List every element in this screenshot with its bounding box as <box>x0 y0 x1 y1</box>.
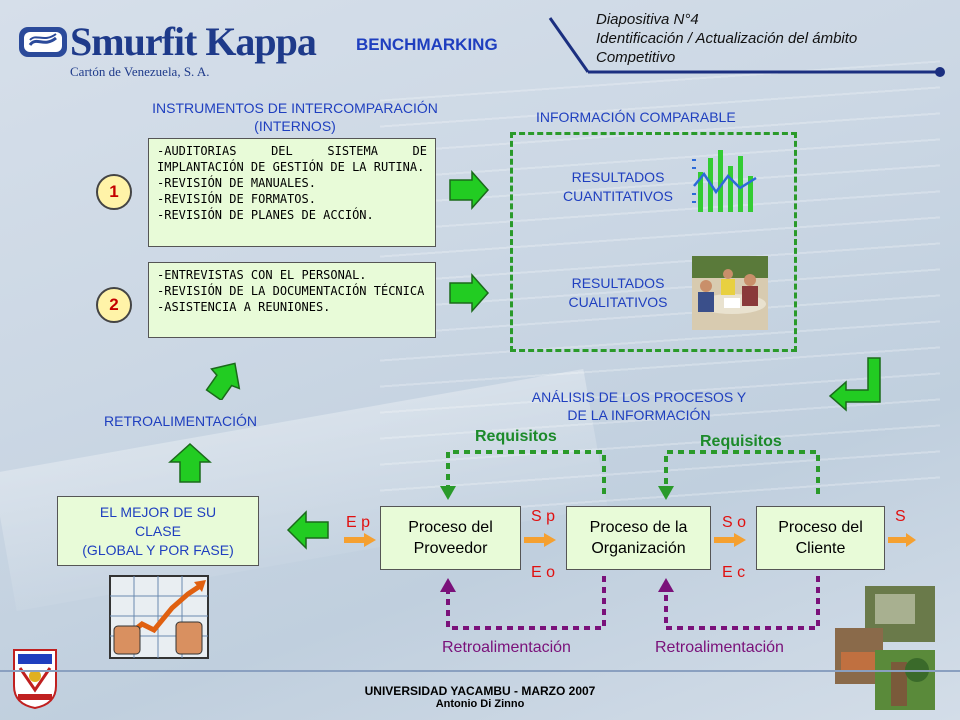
arrow-down-left-icon <box>828 357 881 412</box>
feedback-arrow-1-icon <box>440 578 456 592</box>
flow-arrows <box>344 533 916 547</box>
slide-info: Diapositiva N°4 Identificación / Actuali… <box>596 10 857 67</box>
quant-label-line2: CUANTITATIVOS <box>563 188 673 204</box>
list-item: -ASISTENCIA A REUNIONES. <box>157 300 331 314</box>
requirements-arrow-2-icon <box>658 486 674 500</box>
supplier-process-box: Proceso del Proveedor <box>380 506 521 570</box>
label-ec: E c <box>722 564 746 581</box>
qual-results: RESULTADOS CUALITATIVOS <box>548 274 688 312</box>
growth-chart-hands-icon <box>109 575 209 659</box>
organization-line2: Organización <box>591 540 686 557</box>
footer-author: Antonio Di Zinno <box>435 698 525 710</box>
client-line2: Cliente <box>795 540 846 557</box>
label-s: S <box>895 508 906 525</box>
quant-results: RESULTADOS CUANTITATIVOS <box>548 168 688 206</box>
feedback-loops <box>440 576 820 630</box>
organization-process-box: Proceso de la Organización <box>566 506 711 570</box>
client-process-box: Proceso del Cliente <box>756 506 885 570</box>
list-item: -ENTREVISTAS CON EL PERSONAL. <box>157 268 367 282</box>
quant-label-line1: RESULTADOS <box>571 169 665 185</box>
university-logo-icon <box>13 649 57 710</box>
feedback-label-2: Retroalimentación <box>655 639 784 656</box>
list-item: -REVISIÓN DE LA DOCUMENTACIÓN TÉCNICA <box>157 284 425 298</box>
flow-arrow-out-icon <box>888 533 916 547</box>
meeting-image-icon <box>692 256 768 330</box>
label-so: S o <box>722 514 747 531</box>
analysis-title: ANÁLISIS DE LOS PROCESOS Y DE LA INFORMA… <box>510 388 768 424</box>
arrow-right-1-icon <box>449 170 490 210</box>
label-eo: E o <box>531 564 556 581</box>
flow-arrow-so-icon <box>714 533 746 547</box>
supplier-line1: Proceso del <box>408 519 493 536</box>
photo-collage-icon <box>835 586 935 710</box>
organization-line1: Proceso de la <box>589 519 688 536</box>
list-item: -REVISIÓN DE PLANES DE ACCIÓN. <box>157 208 374 222</box>
label-ep: E p <box>346 514 371 531</box>
best-line3: (GLOBAL Y POR FASE) <box>82 541 234 558</box>
instruments-box-1: -AUDITORIAS DEL SISTEMA DE IMPLANTACIÓN … <box>148 138 436 247</box>
list-item: -REVISIÓN DE FORMATOS. <box>157 192 316 206</box>
slide-number: Diapositiva N°4 <box>596 11 699 28</box>
requirements-label-1: Requisitos <box>475 428 557 445</box>
company-logo <box>18 26 68 63</box>
label-sp: S p <box>531 508 556 525</box>
requirements-arrow-1-icon <box>440 486 456 500</box>
instruments-title-line1: INSTRUMENTOS DE INTERCOMPARACIÓN <box>152 100 438 116</box>
best-line2: CLASE <box>135 522 181 539</box>
flow-arrow-in-icon <box>344 533 376 547</box>
page-title: BENCHMARKING <box>356 35 498 54</box>
supplier-line2: Proveedor <box>413 540 488 557</box>
bar-chart-icon <box>692 150 757 212</box>
list-item: -REVISIÓN DE MANUALES. <box>157 176 316 190</box>
list-item: -AUDITORIAS DEL SISTEMA DE IMPLANTACIÓN … <box>157 144 427 174</box>
logo-wordmark: Smurfit Kappa <box>70 19 317 64</box>
feedback-label-1: Retroalimentación <box>442 639 571 656</box>
header-decor-line <box>548 17 945 77</box>
feedback-label: RETROALIMENTACIÓN <box>104 413 257 429</box>
smurfit-logo-icon <box>19 27 67 57</box>
slide-topic-line1: Identificación / Actualización del ámbit… <box>596 30 858 47</box>
step-1-badge: 1 <box>96 174 132 210</box>
arrow-right-2-icon <box>449 273 490 313</box>
logo-subtitle: Cartón de Venezuela, S. A. <box>70 64 210 79</box>
arrow-up-icon <box>168 442 212 483</box>
analysis-title-line2: DE LA INFORMACIÓN <box>567 407 711 423</box>
instruments-box-2: -ENTREVISTAS CON EL PERSONAL. -REVISIÓN … <box>148 262 436 338</box>
qual-label-line2: CUALITATIVOS <box>568 294 668 310</box>
analysis-title-line1: ANÁLISIS DE LOS PROCESOS Y <box>531 389 747 405</box>
arrow-up-right-icon <box>205 362 241 400</box>
client-line1: Proceso del <box>778 519 863 536</box>
best-in-class-box: EL MEJOR DE SU CLASE (GLOBAL Y POR FASE) <box>57 496 259 566</box>
footer-university: UNIVERSIDAD YACAMBU - MARZO 2007 <box>364 684 596 698</box>
comparable-frame <box>510 132 797 352</box>
requirements-label-2: Requisitos <box>700 433 782 450</box>
slide-topic-line2: Competitivo <box>596 49 676 66</box>
best-line1: EL MEJOR DE SU <box>99 503 217 520</box>
feedback-arrow-2-icon <box>658 578 674 592</box>
step-2-badge: 2 <box>96 287 132 323</box>
instruments-title: INSTRUMENTOS DE INTERCOMPARACIÓN (INTERN… <box>110 99 480 135</box>
qual-label-line1: RESULTADOS <box>571 275 665 291</box>
comparable-title: INFORMACIÓN COMPARABLE <box>536 109 736 125</box>
instruments-title-line2: (INTERNOS) <box>254 118 336 134</box>
footer-divider <box>0 670 960 672</box>
flow-arrow-sp-icon <box>524 533 556 547</box>
requirements-loops <box>440 450 820 500</box>
arrow-left-icon <box>286 510 329 550</box>
